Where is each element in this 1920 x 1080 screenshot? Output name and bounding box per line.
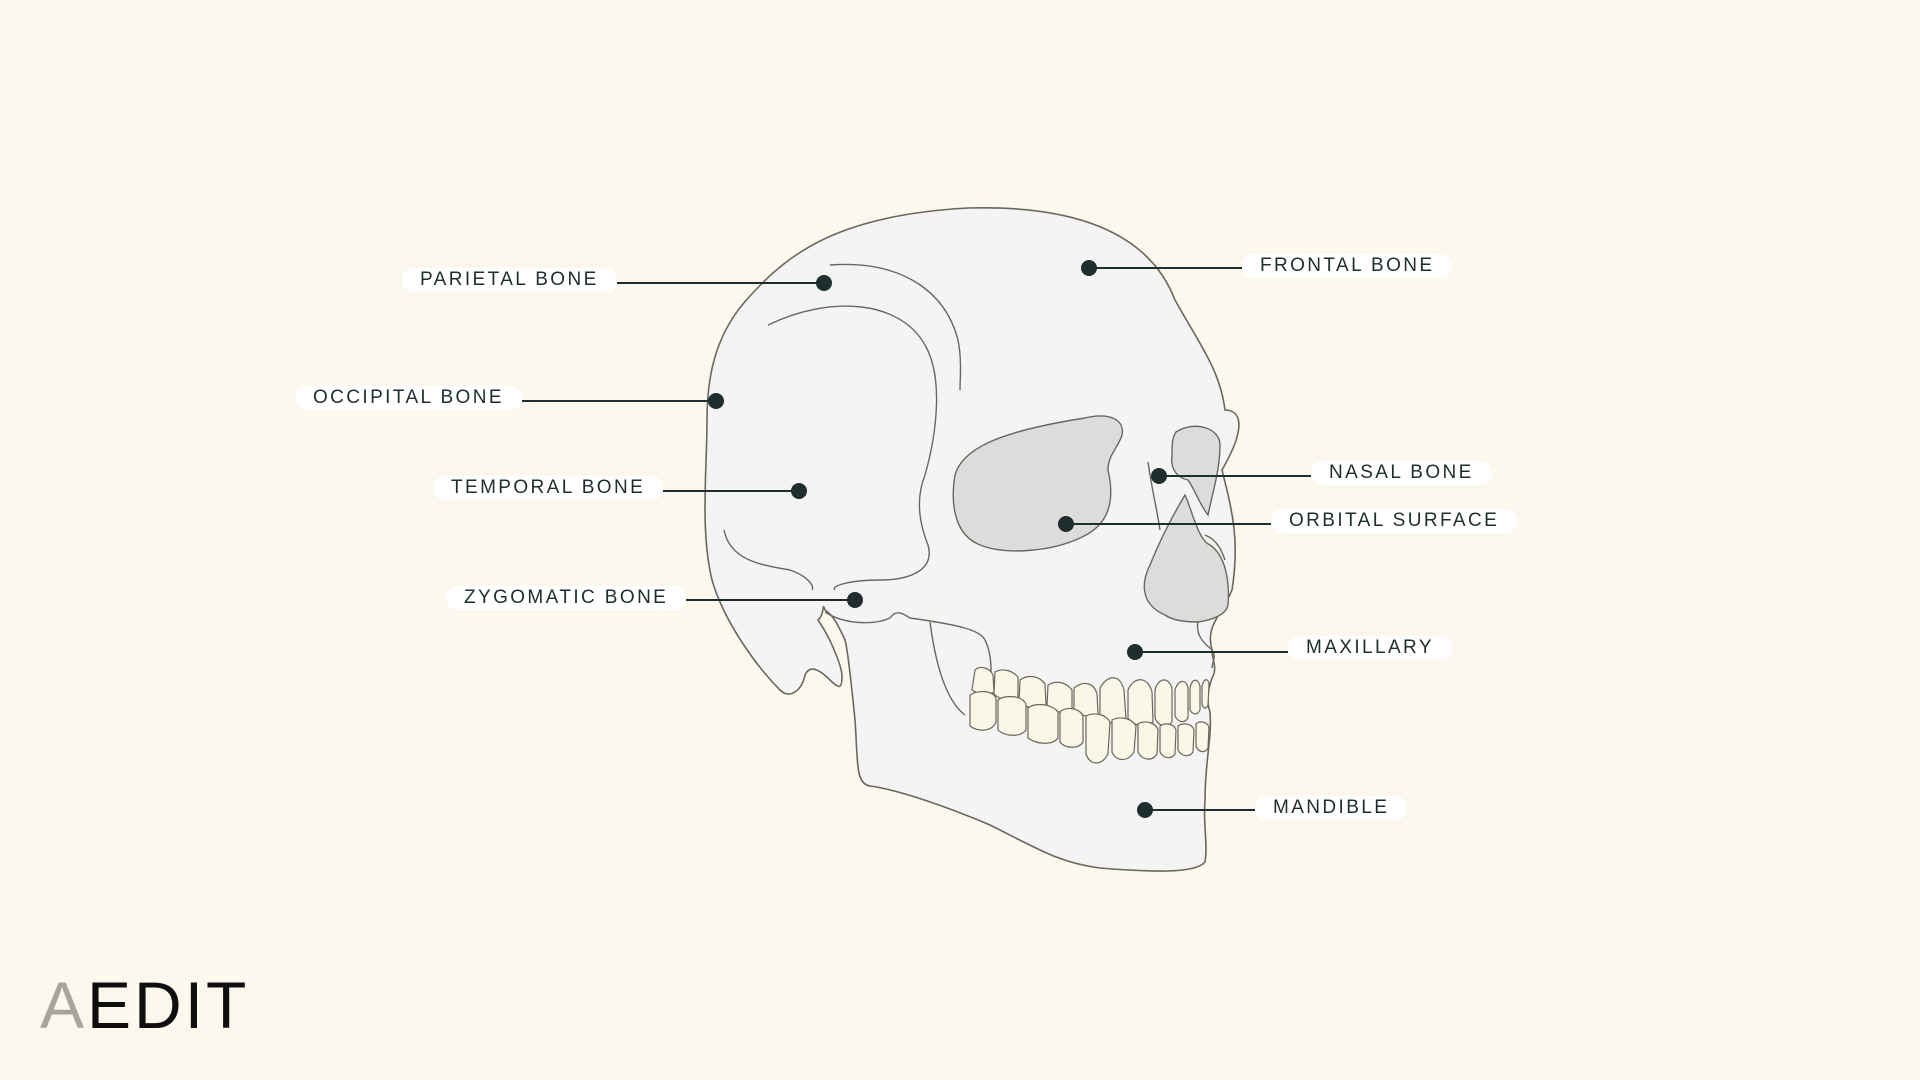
label-frontal-bone: FRONTAL BONE [1242, 254, 1453, 278]
upper-teeth [971, 666, 1210, 727]
coronal-suture [829, 263, 962, 391]
maxillary-marker [1127, 644, 1143, 660]
parietal-marker [816, 275, 832, 291]
cheek-line [929, 621, 966, 716]
nasal-marker [1151, 468, 1167, 484]
label-orbital-surface: ORBITAL SURFACE [1271, 509, 1518, 533]
temporal-marker [791, 483, 807, 499]
logo-first-letter: A [40, 968, 88, 1042]
squamosal-suture [767, 305, 938, 591]
orbit [952, 415, 1123, 552]
label-temporal-bone: TEMPORAL BONE [433, 476, 664, 500]
mandible-marker [1137, 802, 1153, 818]
zygomatic-marker [847, 592, 863, 608]
orbit-rim [1147, 461, 1161, 531]
nasal-septum-line [1204, 534, 1226, 561]
label-mandible: MANDIBLE [1255, 796, 1408, 820]
frontal-marker [1081, 260, 1097, 276]
occipital-marker [708, 393, 724, 409]
markers [708, 260, 1167, 818]
label-occipital-bone: OCCIPITAL BONE [295, 386, 522, 410]
leader-lines [522, 267, 1311, 811]
maxilla-curve [1196, 621, 1215, 669]
label-parietal-bone: PARIETAL BONE [402, 268, 617, 292]
orbital-marker [1058, 516, 1074, 532]
label-nasal-bone: NASAL BONE [1311, 461, 1492, 485]
label-zygomatic-bone: ZYGOMATIC BONE [446, 586, 687, 610]
lower-teeth [969, 691, 1210, 764]
logo-rest: EDIT [87, 968, 250, 1042]
label-maxillary: MAXILLARY [1288, 636, 1452, 660]
zygomatic-arch [824, 611, 992, 701]
nasal-bone-shape [1171, 425, 1221, 517]
aedit-logo: AEDIT [40, 972, 249, 1038]
lambdoid-suture [723, 529, 814, 591]
